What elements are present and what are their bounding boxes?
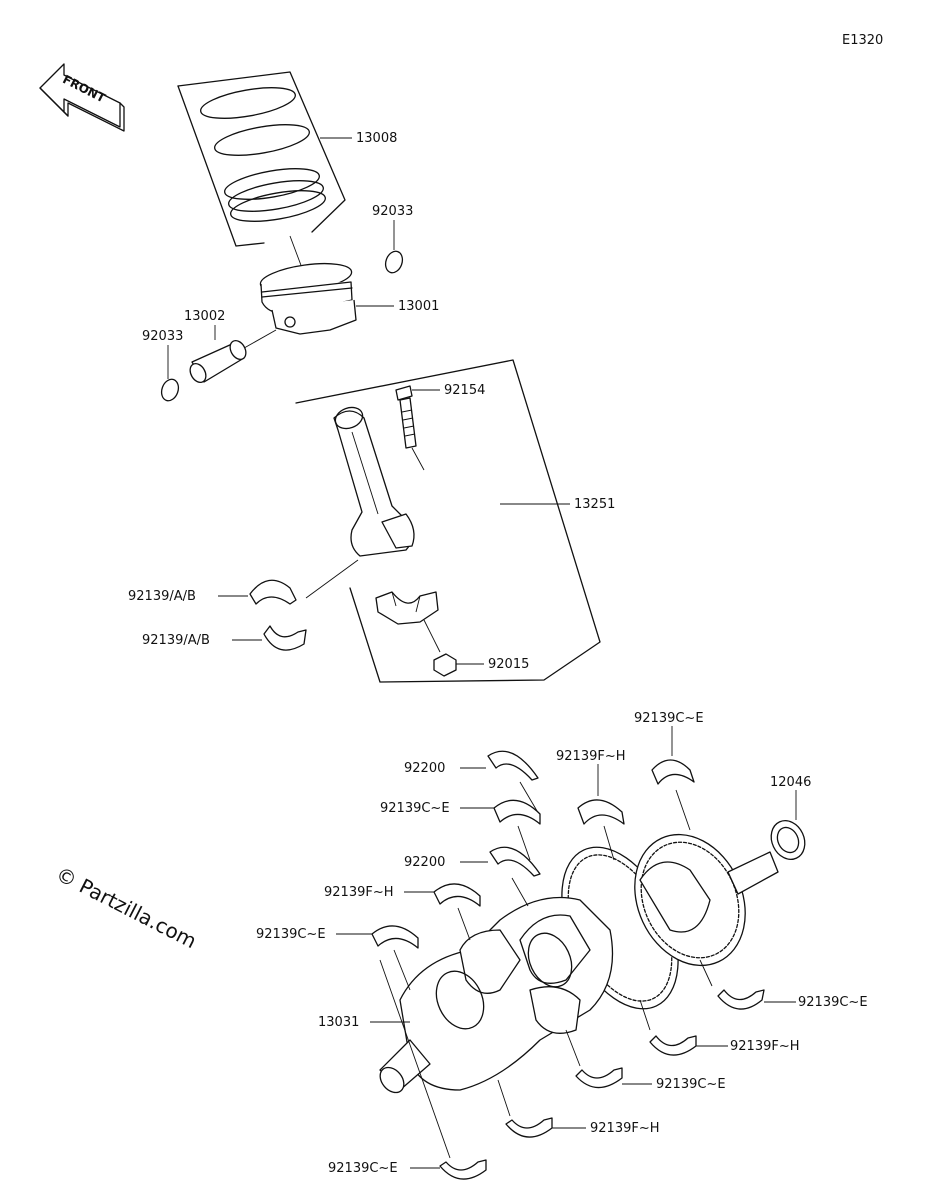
- part-label-92015: 92015: [488, 657, 529, 672]
- part-label-13008: 13008: [356, 131, 397, 146]
- part-label-92139-ab-bottom: 92139/A/B: [142, 633, 210, 648]
- main-bearing-fh-right: [639, 999, 728, 1056]
- thrust-washer-mid: [460, 846, 541, 907]
- main-bearing-ce-bottom: [379, 959, 487, 1180]
- part-label-92139-fh-bottom: 92139F~H: [590, 1121, 660, 1136]
- part-label-92139-ce-lower: 92139C~E: [656, 1077, 726, 1092]
- part-label-92033-right: 92033: [372, 204, 413, 219]
- rod-bearing-upper: [218, 579, 297, 605]
- front-arrow-icon: FRONT: [39, 63, 125, 132]
- part-label-13031: 13031: [318, 1015, 359, 1030]
- part-label-92200-top: 92200: [404, 761, 445, 776]
- part-label-92200-mid: 92200: [404, 855, 445, 870]
- main-bearing-ce-upper-mid: [460, 799, 541, 861]
- diagram-code: E1320: [842, 33, 883, 48]
- main-bearing-ce-right: [699, 959, 796, 1010]
- main-bearing-fh-mid: [404, 883, 481, 941]
- crankshaft: [370, 833, 779, 1094]
- part-label-92139-fh-right: 92139F~H: [730, 1039, 800, 1054]
- connecting-rod-assembly: [295, 359, 601, 683]
- part-label-92139-ce-right: 92139C~E: [798, 995, 868, 1010]
- part-label-13001: 13001: [398, 299, 439, 314]
- main-bearing-ce-lower: [565, 1029, 652, 1089]
- rod-bearing-lower: [232, 625, 307, 651]
- part-label-12046: 12046: [770, 775, 811, 790]
- piston: [229, 235, 394, 357]
- part-label-92139-fh-top: 92139F~H: [556, 749, 626, 764]
- part-label-92139-ce-top-right: 92139C~E: [634, 711, 704, 726]
- piston-pin: [189, 325, 247, 383]
- circlip-right: [384, 220, 404, 274]
- main-bearing-top-right: [651, 726, 695, 831]
- part-label-92154: 92154: [444, 383, 485, 398]
- circlip-left: [160, 345, 180, 402]
- watermark: © Partzilla.com: [52, 862, 200, 953]
- gear-12046: [770, 790, 806, 860]
- main-bearing-fh-bottom: [497, 1079, 586, 1138]
- part-label-13002: 13002: [184, 309, 225, 324]
- piston-ring-set: [177, 71, 352, 247]
- part-label-13251: 13251: [574, 497, 615, 512]
- main-bearing-ce-left: [336, 925, 419, 991]
- part-label-92139-ab-top: 92139/A/B: [128, 589, 196, 604]
- main-bearing-fh-top: [577, 764, 625, 861]
- part-label-92139-ce-upper-mid: 92139C~E: [380, 801, 450, 816]
- part-label-92033-left: 92033: [142, 329, 183, 344]
- part-label-92139-ce-left: 92139C~E: [256, 927, 326, 942]
- part-label-92139-fh-mid: 92139F~H: [324, 885, 394, 900]
- part-label-92139-ce-bottom: 92139C~E: [328, 1161, 398, 1176]
